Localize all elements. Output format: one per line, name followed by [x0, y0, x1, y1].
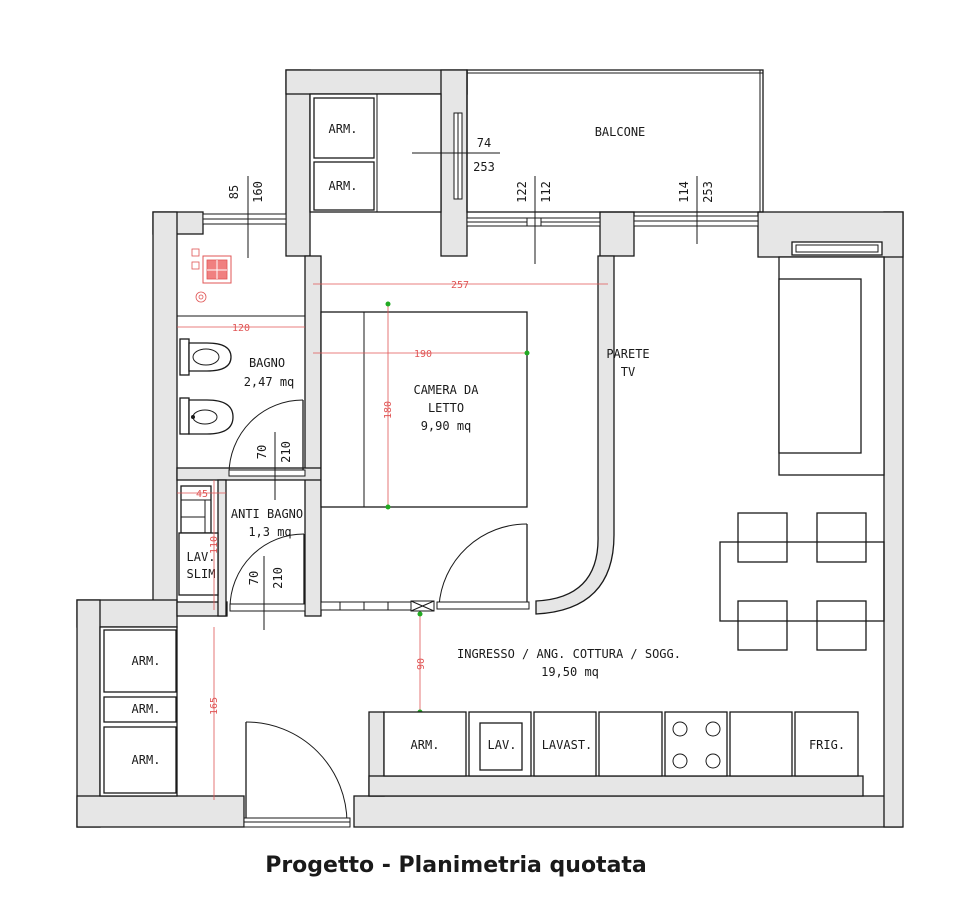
camera-area: 9,90 mq — [421, 419, 472, 433]
lav-slim-2: SLIM — [187, 567, 216, 581]
door-122-dim: 122 112 — [515, 176, 553, 264]
balcony: BALCONE — [453, 69, 764, 213]
dim-110: 110 — [209, 536, 220, 554]
camera-name-2: LETTO — [428, 401, 464, 415]
dim-165: 165 — [209, 697, 220, 715]
entrance-door — [243, 721, 351, 828]
bagno-name: BAGNO — [249, 356, 285, 370]
anti-name: ANTI BAGNO — [231, 507, 303, 521]
kitchen-lav: LAV. — [488, 738, 517, 752]
balcone-label: BALCONE — [595, 125, 646, 139]
kitchen-frig: FRIG. — [809, 738, 845, 752]
ingresso-name: INGRESSO / ANG. COTTURA / SOGG. — [457, 647, 681, 661]
anti-door-w: 70 — [247, 571, 261, 585]
anti-area: 1,3 mq — [248, 525, 291, 539]
door-112: 112 — [539, 181, 553, 203]
bath-window-dim: 85 160 — [227, 176, 265, 258]
entrance-arm-3: ARM. — [132, 753, 161, 767]
window-114-dim: 114 253 — [677, 176, 715, 244]
entrance-wardrobes: ARM. ARM. ARM. — [99, 626, 178, 797]
ingresso-area: 19,50 mq — [541, 665, 599, 679]
bath-door-h: 210 — [279, 441, 293, 463]
entrance-arm-2: ARM. — [132, 702, 161, 716]
parete-1: PARETE — [606, 347, 649, 361]
balcony-door-h: 253 — [473, 160, 495, 174]
bagno-area: 2,47 mq — [244, 375, 295, 389]
kitchen: ARM. LAV. LAVAST. FRIG. — [383, 711, 859, 777]
dim-90: 90 — [416, 658, 427, 670]
top-windows — [202, 213, 759, 227]
dim-45: 45 — [196, 489, 208, 500]
walls — [76, 69, 904, 828]
bath-door-w: 70 — [255, 445, 269, 459]
dim-257: 257 — [451, 280, 469, 291]
anti-door-h: 210 — [271, 567, 285, 589]
window-253: 253 — [701, 181, 715, 203]
curved-wall — [535, 255, 615, 615]
entrance-arm-1: ARM. — [132, 654, 161, 668]
plan-caption: Progetto - Planimetria quotata — [265, 853, 647, 878]
red-dimensions: 257 120 190 180 45 110 90 165 — [177, 280, 608, 800]
lav-slim-1: LAV. — [187, 550, 216, 564]
parete-2: TV — [621, 365, 635, 379]
dim-180: 180 — [383, 401, 394, 419]
arm-label-2: ARM. — [329, 179, 358, 193]
bath-window-w: 85 — [227, 185, 241, 199]
window-114: 114 — [677, 181, 691, 203]
living-room: PARETE TV INGRESSO / ANG. COTTURA / SOGG… — [457, 241, 885, 679]
anti-bagno: LAV. SLIM ANTI BAGNO 1,3 mq 70 210 — [178, 485, 306, 630]
door-122: 122 — [515, 181, 529, 203]
balcony-door-w: 74 — [477, 136, 491, 150]
dim-190: 190 — [414, 349, 432, 360]
bathroom: BAGNO 2,47 mq 70 210 — [177, 248, 306, 500]
bath-window-h: 160 — [251, 181, 265, 203]
kitchen-lavast: LAVAST. — [542, 738, 593, 752]
balcony-door-dim: 74 253 — [412, 115, 500, 195]
bedroom: CAMERA DA LETTO 9,90 mq — [320, 311, 530, 612]
kitchen-arm: ARM. — [411, 738, 440, 752]
dim-120: 120 — [232, 323, 250, 334]
arm-label-1: ARM. — [329, 122, 358, 136]
camera-name-1: CAMERA DA — [413, 383, 479, 397]
